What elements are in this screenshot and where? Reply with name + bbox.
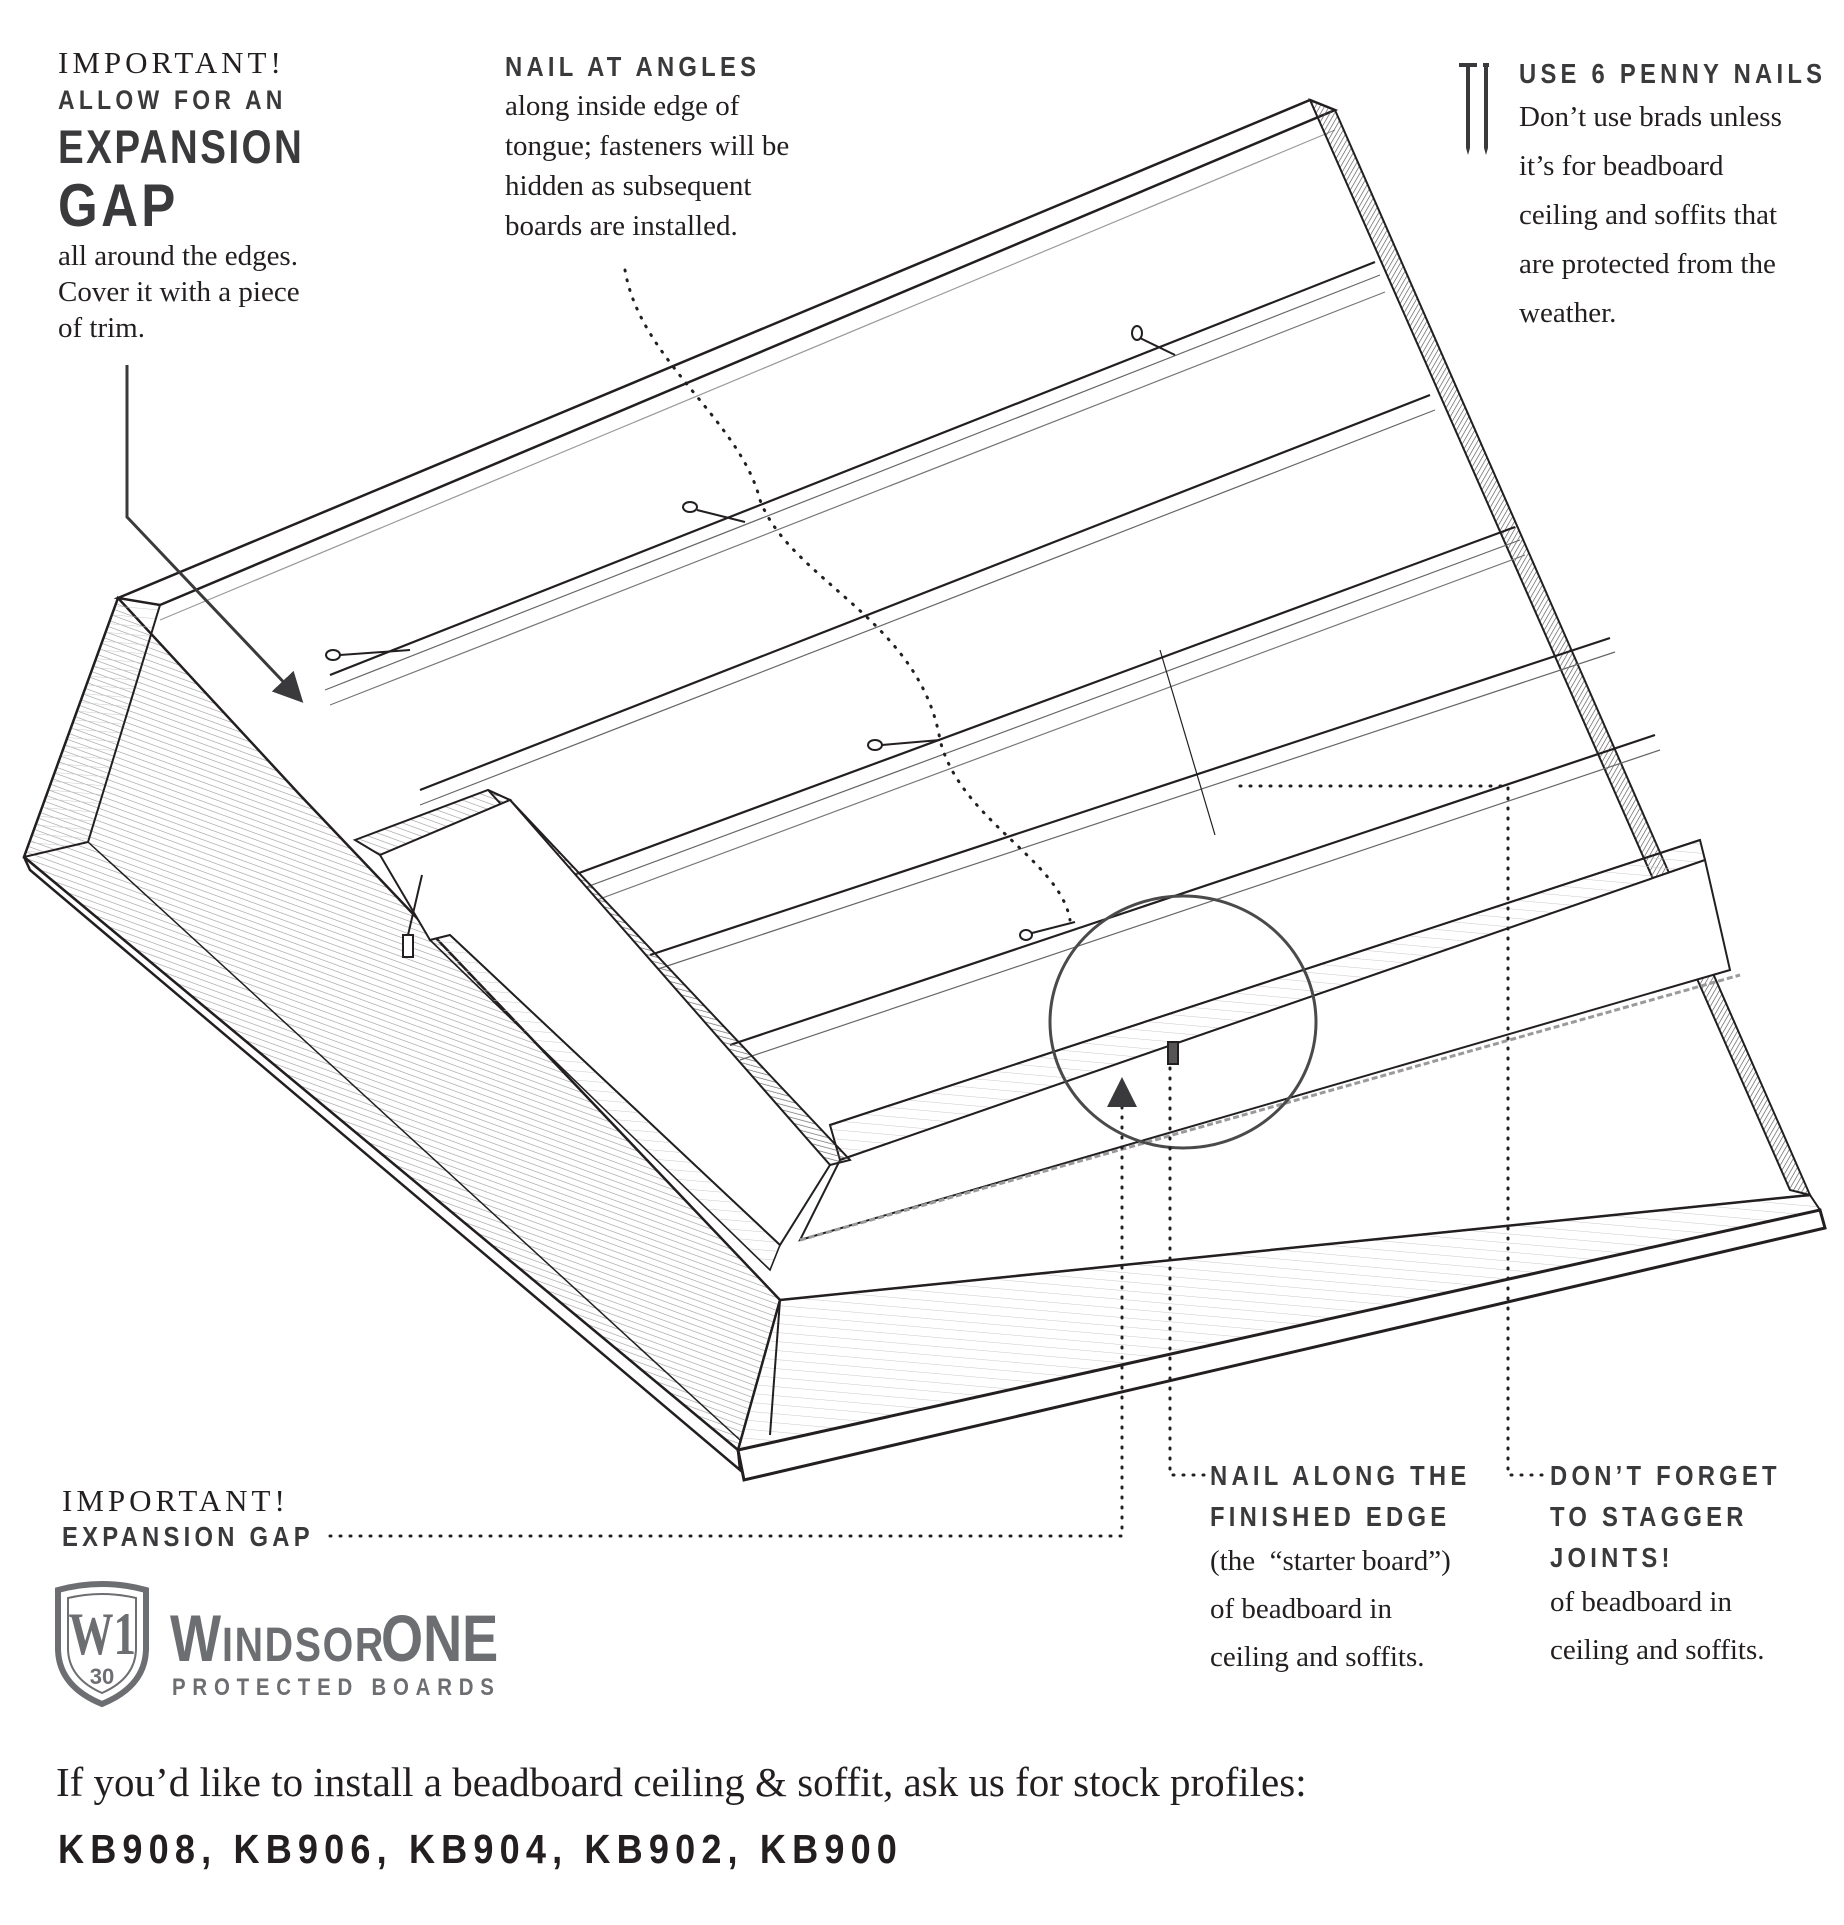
finished-edge-callout: NAIL ALONG THE FINISHED EDGE (the “start… <box>1210 1455 1510 1681</box>
trim-piece <box>352 788 852 1272</box>
nail-7 <box>1167 1041 1179 1065</box>
penny-nails-callout: USE 6 PENNY NAILS Don’t use brads unless… <box>1455 55 1835 338</box>
nail-3 <box>1131 325 1176 356</box>
stagger-joints-heading-line: TO STAGGER <box>1550 1501 1748 1532</box>
finished-edge-leader <box>1168 1066 1207 1477</box>
nail-at-angles-heading: NAIL AT ANGLES <box>505 51 761 82</box>
brand-one: ONE <box>380 1601 499 1675</box>
expansion-gap-bottom-callout: IMPORTANT! EXPANSION GAP <box>62 1483 362 1555</box>
penny-nails-body-line: Don’t use brads unless <box>1519 101 1782 133</box>
penny-nails-body-line: are protected from the <box>1519 248 1776 280</box>
badge-number: 30 <box>90 1664 114 1689</box>
windsorone-logo: W1 30 WINDSORONE PROTECTED BOARDS <box>52 1578 532 1708</box>
penny-nails-heading: USE 6 PENNY NAILS <box>1519 58 1827 89</box>
shield-badge-icon: W1 30 <box>55 1581 149 1708</box>
badge-letters: W1 <box>69 1602 136 1668</box>
starter-board <box>779 838 1811 1302</box>
nails <box>325 325 1179 1065</box>
nail-5 <box>1019 921 1076 941</box>
stagger-joints-heading-line: JOINTS! <box>1550 1542 1674 1573</box>
finished-edge-body-line: of beadboard in <box>1210 1593 1392 1625</box>
finished-edge-body-line: ceiling and soffits. <box>1210 1641 1425 1673</box>
nail-at-angles-body-line: tongue; fasteners will be <box>505 130 790 162</box>
nail-at-angles-callout: NAIL AT ANGLES along inside edge of tong… <box>505 48 885 246</box>
finished-edge-body-line: (the “starter board”) <box>1210 1545 1451 1577</box>
gap-heading: GAP <box>58 172 179 239</box>
brand-indsor: INDSOR <box>222 1619 386 1672</box>
expansion-gap-bottom-leader <box>328 1077 1137 1538</box>
finished-edge-heading-line: NAIL ALONG THE <box>1210 1460 1471 1491</box>
nails-icon <box>1459 63 1489 155</box>
expansion-gap-top-callout: IMPORTANT! ALLOW FOR AN EXPANSION GAP al… <box>58 45 358 346</box>
allow-for-an-heading: ALLOW FOR AN <box>58 85 287 115</box>
nail-4 <box>867 739 941 751</box>
penny-nails-body-line: it’s for beadboard <box>1519 150 1724 182</box>
important-kicker: IMPORTANT! <box>62 1483 289 1518</box>
callout-lines <box>125 268 1547 1538</box>
nail-at-angles-body-line: boards are installed. <box>505 210 738 242</box>
stagger-joints-heading-line: DON’T FORGET <box>1550 1460 1781 1491</box>
logo-tagline: PROTECTED BOARDS <box>172 1674 501 1701</box>
penny-nails-body-line: weather. <box>1519 297 1617 329</box>
nail-at-angles-body-line: along inside edge of <box>505 90 740 122</box>
soffit-front-fascia <box>736 1193 1827 1482</box>
nail-6 <box>402 874 423 958</box>
stock-profiles-list: KB908, KB906, KB904, KB902, KB900 <box>58 1826 904 1872</box>
expansion-gap-body-line: all around the edges. <box>58 240 298 272</box>
important-kicker: IMPORTANT! <box>58 45 285 80</box>
stagger-joints-callout: DON’T FORGET TO STAGGER JOINTS! of beadb… <box>1550 1455 1840 1674</box>
expansion-gap-heading: EXPANSION GAP <box>62 1521 314 1552</box>
stagger-joints-leader <box>1238 784 1547 1477</box>
nail-at-angles-body-line: hidden as subsequent <box>505 170 752 202</box>
detail-magnifier-circle <box>1048 894 1318 1150</box>
footer-prompt: If you’d like to install a beadboard cei… <box>56 1759 1307 1805</box>
stagger-joints-body-line: of beadboard in <box>1550 1586 1732 1618</box>
brand-w: W <box>170 1601 222 1675</box>
stagger-joints-body-line: ceiling and soffits. <box>1550 1634 1765 1666</box>
nail-2 <box>682 501 746 523</box>
expansion-gap-top-leader <box>125 365 304 703</box>
finished-edge-heading-line: FINISHED EDGE <box>1210 1501 1451 1532</box>
penny-nails-body-line: ceiling and soffits that <box>1519 199 1777 231</box>
nail-1 <box>325 649 411 661</box>
expansion-gap-body-line: Cover it with a piece <box>58 276 300 308</box>
expansion-gap-body-line: of trim. <box>58 312 145 344</box>
expansion-heading: EXPANSION <box>58 120 305 173</box>
